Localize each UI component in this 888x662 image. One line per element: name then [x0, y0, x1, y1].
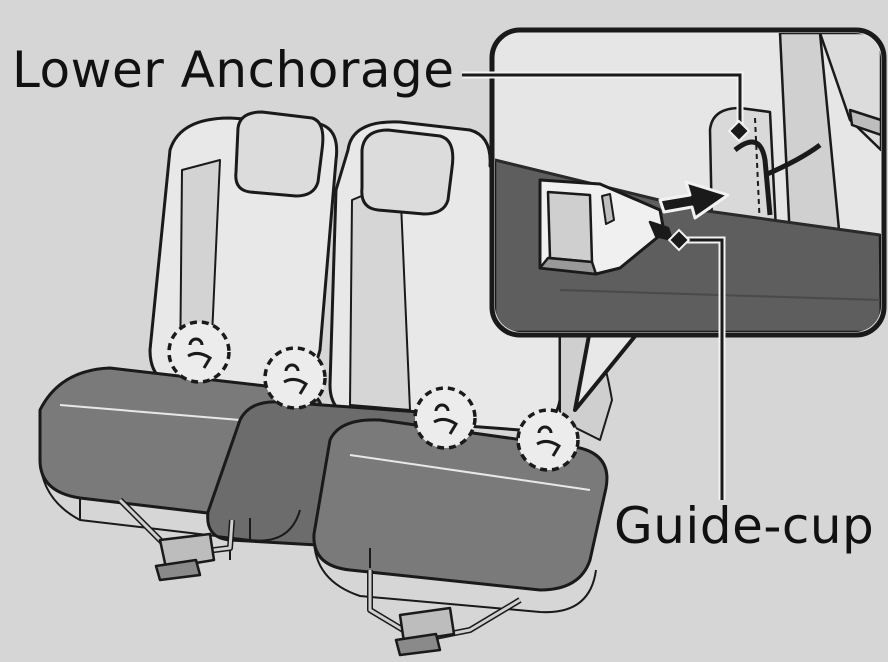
anchor-markers: [167, 320, 580, 472]
lower-anchorage-label: Lower Anchorage: [12, 41, 455, 99]
headrest-left: [234, 110, 325, 198]
leader-lines: [462, 71, 751, 500]
guide-cup-shape: [538, 178, 674, 276]
lower-anchor-icon: [283, 363, 309, 395]
guide-cup-pointer: [667, 228, 691, 252]
detail-inset: [489, 27, 887, 412]
rear-seat: [38, 110, 613, 657]
lower-anchorage-pointer: [727, 119, 751, 143]
lower-anchor-icon: [187, 337, 213, 369]
seat-bracket-right: [367, 570, 522, 657]
lower-anchor-marker-4: [516, 408, 580, 472]
headrest-right: [360, 128, 455, 216]
insertion-arrow-icon: [658, 180, 730, 220]
guide-cup-label: Guide-cup: [614, 497, 875, 555]
seat-bracket-left: [117, 497, 235, 582]
lower-anchor-marker-1: [167, 320, 231, 384]
lower-anchor-marker-2: [263, 346, 327, 410]
lower-anchor-marker-3: [413, 386, 477, 450]
lower-anchor-icon: [433, 403, 459, 435]
lower-anchor-icon: [536, 425, 562, 457]
